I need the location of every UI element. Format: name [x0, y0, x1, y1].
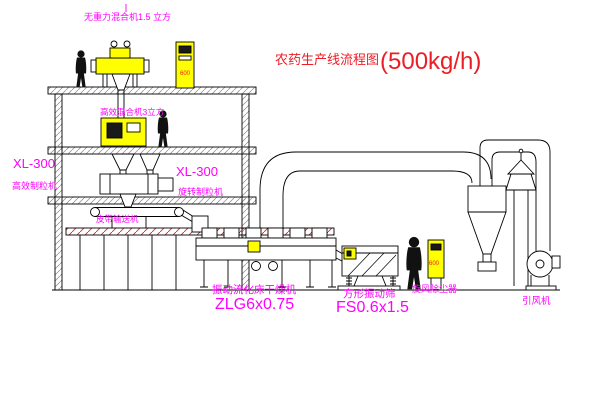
exhaust-stack [505, 148, 537, 286]
label-center-granulator-model: XL-300 [176, 164, 218, 179]
label-dryer-model: ZLG6x0.75 [215, 296, 294, 313]
label-belt-conveyor: 皮带输送机 [96, 214, 139, 224]
vibration-motor-icon [251, 261, 261, 271]
fluid-bed-dryer-machine [191, 215, 349, 288]
gravity-mixer-machine [90, 40, 150, 118]
panel-top-reading: 600 [180, 71, 191, 77]
high-efficiency-mixer-machine [100, 117, 161, 174]
worker-figure [75, 49, 87, 87]
worker-figure [405, 236, 423, 290]
weather-cap-icon [506, 159, 536, 175]
cyclone-dust-collector-machine [467, 139, 551, 272]
control-panel-top: 600 [175, 41, 195, 89]
exhaust-duct [259, 151, 492, 228]
label-fan: 引风机 [522, 295, 551, 307]
panel-right-reading: 600 [429, 261, 440, 267]
induced-draft-fan-machine [525, 250, 561, 291]
vibrating-screen-machine [337, 245, 401, 291]
label-screen-name: 方形振动筛 [343, 287, 396, 300]
label-gravity-mixer: 无重力混合机1.5 立方 [84, 11, 171, 22]
diagram-title: 农药生产线流程图 [275, 52, 379, 67]
label-high-efficiency-mixer: 高效混合机3立方 [100, 107, 164, 117]
label-left-granulator-name: 高效制粒机 [12, 180, 57, 191]
label-cyclone: 旋风除尘器 [412, 283, 457, 294]
diagram-capacity: (500kg/h) [380, 48, 481, 75]
belt-conveyor-machine [90, 207, 198, 228]
label-dryer-name: 振动流化床干燥机 [212, 283, 296, 296]
rotary-granulator-machine [99, 173, 174, 208]
control-panel-right: 600 [427, 239, 445, 290]
label-screen-model: FS0.6x1.5 [336, 299, 409, 316]
motor-icon [123, 40, 131, 48]
motor-icon [110, 40, 118, 48]
label-center-granulator-name: 旋转制粒机 [178, 186, 223, 197]
vibration-motor-icon [268, 261, 278, 271]
label-left-granulator-model: XL-300 [13, 156, 55, 171]
